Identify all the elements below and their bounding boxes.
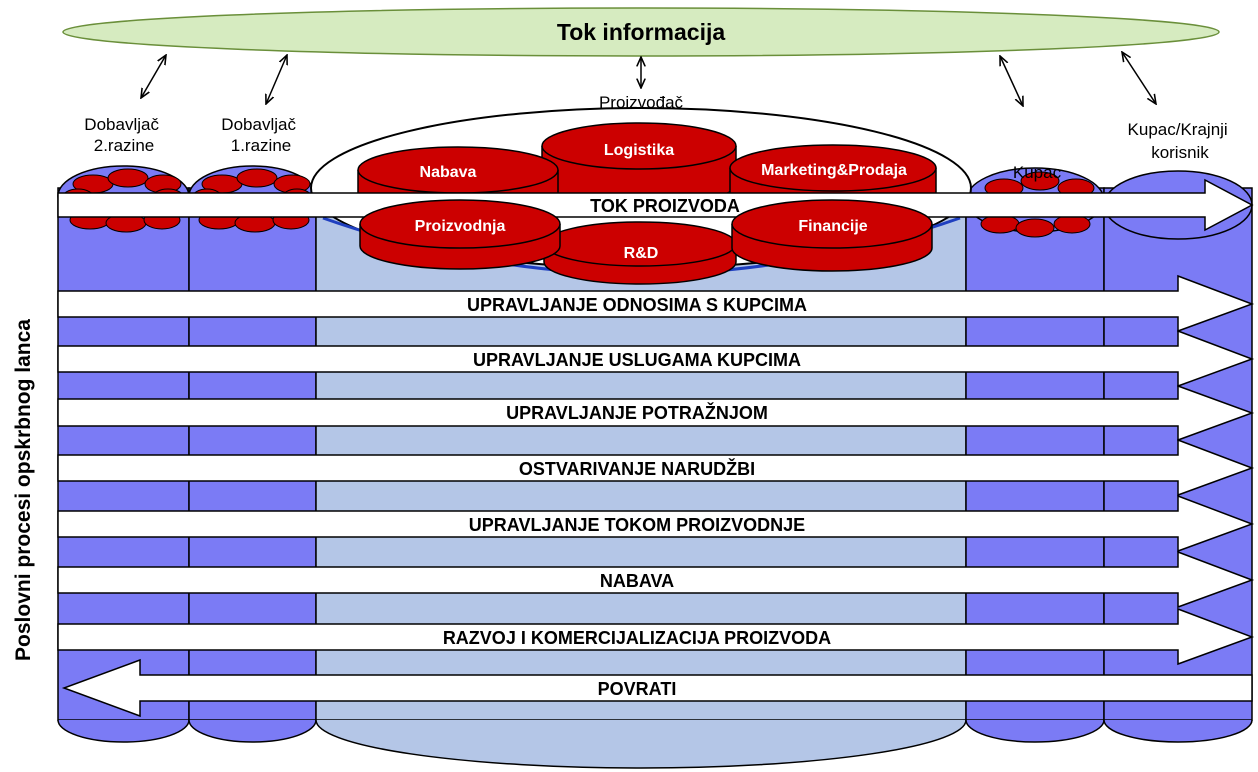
- process-label-3: UPRAVLJANJE POTRAŽNJOM: [506, 402, 768, 423]
- process-arrow-1: UPRAVLJANJE ODNOSIMA S KUPCIMA: [57, 274, 1255, 333]
- entity-labels: Dobavljač 2.razine Dobavljač 1.razine Pr…: [84, 93, 1233, 182]
- end-customer-label: Kupac/Krajnji korisnik: [1128, 120, 1233, 162]
- dept-financije: Financije: [731, 199, 933, 272]
- dept-financije-label: Financije: [798, 218, 867, 235]
- process-arrow-4: OSTVARIVANJE NARUDŽBI: [57, 438, 1255, 497]
- departments-lower: Proizvodnja Financije: [359, 199, 933, 272]
- info-link-supplier1: [266, 55, 287, 104]
- manufacturer-column-bottom: [315, 719, 967, 769]
- dept-rd: R&D: [543, 221, 737, 285]
- info-links: [141, 52, 1156, 106]
- dept-logistika-label: Logistika: [604, 142, 674, 159]
- dept-nabava-label: Nabava: [420, 164, 477, 181]
- process-label-1: UPRAVLJANJE ODNOSIMA S KUPCIMA: [467, 295, 807, 315]
- info-link-end-customer: [1122, 52, 1156, 104]
- returns-label: POVRATI: [598, 679, 677, 699]
- customer-label: Kupac: [1013, 163, 1062, 182]
- supplier1-column-bottom: [188, 719, 317, 743]
- dept-logistika: Logistika: [541, 122, 737, 207]
- supplier2-label: Dobavljač 2.razine: [84, 115, 163, 155]
- process-arrow-7: RAZVOJ I KOMERCIJALIZACIJA PROIZVODA: [57, 607, 1255, 666]
- info-flow-label: Tok informacija: [557, 19, 725, 45]
- info-link-customer: [1000, 56, 1023, 106]
- dept-proizvodnja: Proizvodnja: [359, 199, 561, 270]
- process-arrows: UPRAVLJANJE ODNOSIMA S KUPCIMA UPRAVLJAN…: [57, 274, 1255, 718]
- end-customer-column-bottom: [1103, 719, 1253, 743]
- process-label-6: NABAVA: [600, 571, 674, 591]
- returns-arrow: POVRATI: [61, 658, 1253, 718]
- dept-proizvodnja-label: Proizvodnja: [415, 218, 506, 235]
- process-label-4: OSTVARIVANJE NARUDŽBI: [519, 458, 755, 479]
- process-label-5: UPRAVLJANJE TOKOM PROIZVODNJE: [469, 515, 805, 535]
- dept-marketing-label: Marketing&Prodaja: [761, 162, 907, 179]
- manufacturer-label: Proizvođač: [599, 93, 684, 112]
- customer-column-bottom: [965, 719, 1105, 743]
- supplier1-label: Dobavljač 1.razine: [221, 115, 300, 155]
- process-label-7: RAZVOJ I KOMERCIJALIZACIJA PROIZVODA: [443, 628, 831, 648]
- product-flow-label: TOK PROIZVODA: [590, 196, 740, 216]
- process-arrow-3: UPRAVLJANJE POTRAŽNJOM: [57, 384, 1255, 442]
- supplier2-column-bottom: [57, 719, 190, 743]
- process-label-2: UPRAVLJANJE USLUGAMA KUPCIMA: [473, 350, 801, 370]
- process-arrow-5: UPRAVLJANJE TOKOM PROIZVODNJE: [57, 494, 1255, 553]
- product-flow-arrow: TOK PROIZVODA: [57, 178, 1254, 232]
- info-flow: Tok informacija: [62, 7, 1220, 57]
- info-link-supplier2: [141, 55, 166, 98]
- dept-rd-label: R&D: [624, 245, 659, 262]
- side-label: Poslovni procesi opskrbnog lanca: [12, 319, 35, 661]
- process-arrow-2: UPRAVLJANJE USLUGAMA KUPCIMA: [57, 329, 1255, 388]
- process-arrow-6: NABAVA: [57, 550, 1255, 609]
